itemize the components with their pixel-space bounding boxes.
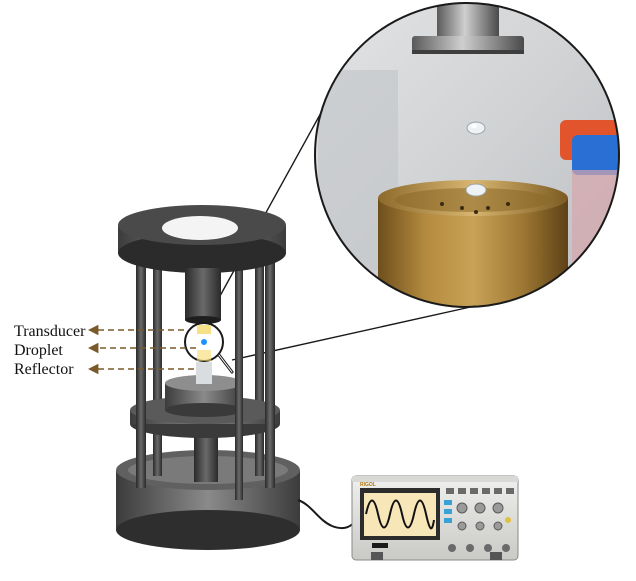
- rod-front-right: [265, 262, 275, 488]
- rod-front-left: [136, 262, 146, 488]
- photo-transducer: [437, 3, 499, 38]
- zoom-photo: [314, 2, 620, 308]
- transducer-body: [185, 268, 221, 320]
- photo-reflector: [378, 198, 568, 307]
- oscilloscope-brand: RIGOL: [360, 482, 376, 488]
- rod-back-left: [153, 256, 162, 476]
- reflector-stem: [196, 362, 212, 384]
- center-post: [194, 430, 218, 482]
- droplet-dot: [201, 339, 207, 345]
- top-opening: [162, 216, 238, 240]
- photo-droplet: [466, 121, 486, 135]
- signal-cable: [297, 499, 355, 530]
- zoom-circle-border: [314, 2, 620, 308]
- waveform-trace: [365, 499, 435, 530]
- transducer-label: Transducer: [14, 323, 86, 340]
- blue-cap-blur: [572, 135, 619, 175]
- oscilloscope-controls: [372, 488, 514, 552]
- rod-front-center: [235, 268, 243, 500]
- rod-back-right: [255, 256, 264, 476]
- droplet-label: Droplet: [14, 342, 63, 359]
- oscilloscope: RIGOL: [351, 475, 519, 561]
- reflector-label: Reflector: [14, 361, 74, 378]
- levitator-apparatus: [116, 205, 300, 550]
- oscilloscope-screen: [364, 493, 436, 536]
